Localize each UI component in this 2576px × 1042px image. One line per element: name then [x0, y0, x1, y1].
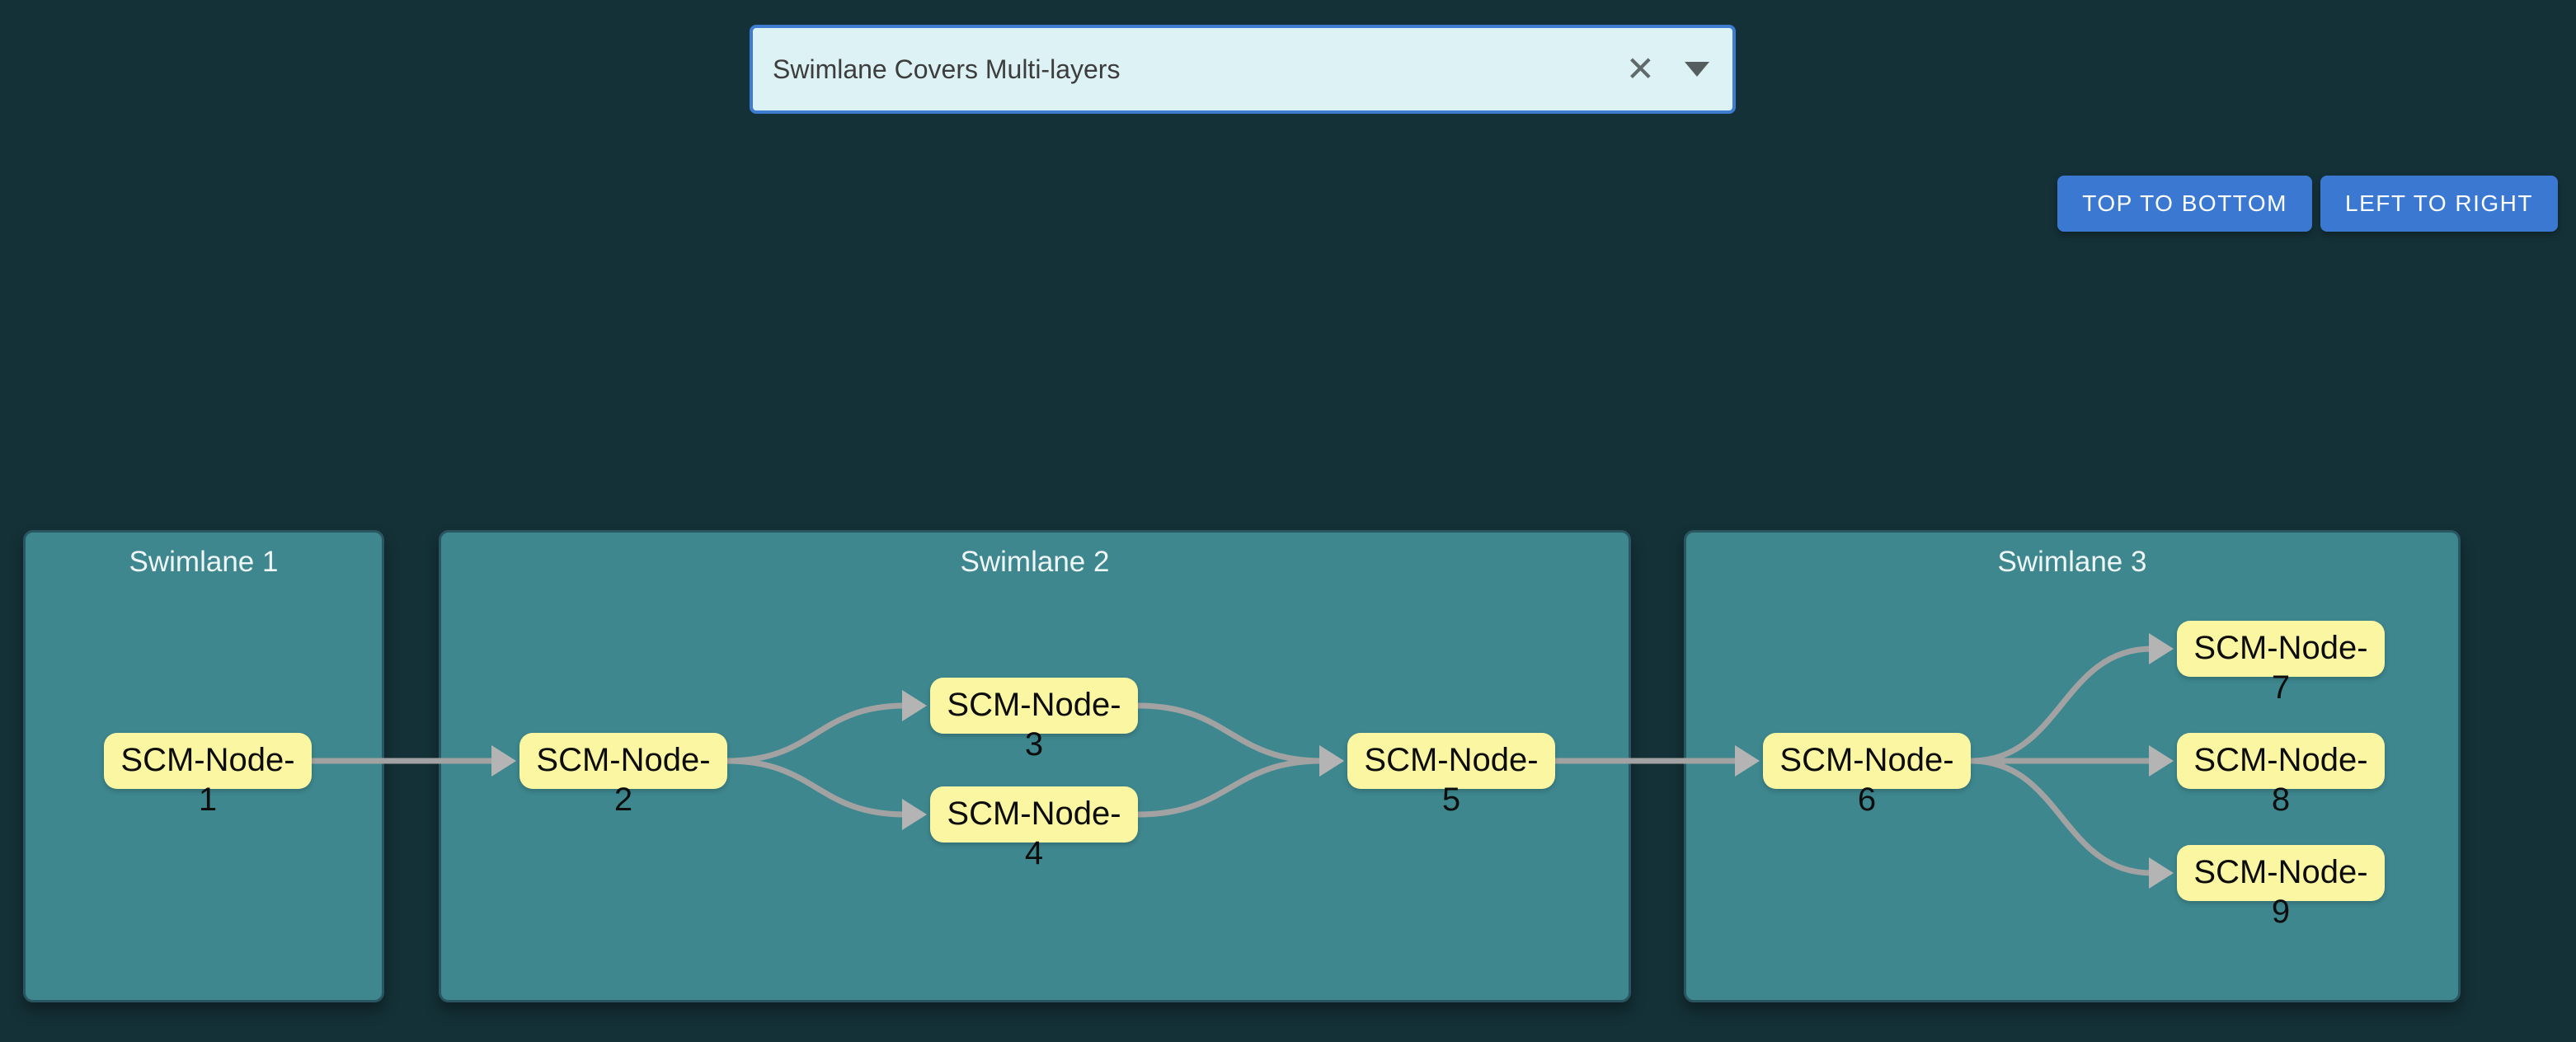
swimlane-title: Swimlane 2	[960, 546, 1110, 578]
swimlane-select[interactable]: Swimlane Covers Multi-layers ✕	[750, 25, 1736, 114]
flow-node-label: SCM-Node-2	[536, 742, 711, 818]
flow-node[interactable]: SCM-Node-1	[104, 733, 312, 818]
flow-node[interactable]: SCM-Node-4	[930, 786, 1138, 871]
edge[interactable]	[1137, 758, 1323, 818]
flow-node[interactable]: SCM-Node-5	[1347, 733, 1555, 818]
flow-node[interactable]: SCM-Node-9	[2177, 845, 2385, 930]
flow-node-label: SCM-Node-1	[120, 742, 295, 818]
flow-node-label: SCM-Node-3	[947, 687, 1121, 763]
flow-node[interactable]: SCM-Node-2	[519, 733, 727, 818]
edge[interactable]	[1970, 645, 2153, 764]
select-icons: ✕	[1626, 52, 1732, 87]
flow-node[interactable]: SCM-Node-6	[1763, 733, 1971, 818]
swimlane-title: Swimlane 1	[129, 546, 279, 578]
layout-buttons: TOP TO BOTTOM LEFT TO RIGHT	[2057, 176, 2558, 232]
flow-node[interactable]: SCM-Node-8	[2177, 733, 2385, 818]
select-value: Swimlane Covers Multi-layers	[773, 54, 1121, 84]
left-to-right-button[interactable]: LEFT TO RIGHT	[2320, 176, 2558, 232]
edge[interactable]	[1137, 702, 1323, 764]
flow-node-label: SCM-Node-8	[2193, 742, 2368, 818]
edge[interactable]	[726, 758, 906, 818]
edge[interactable]	[1970, 758, 2153, 876]
top-to-bottom-button[interactable]: TOP TO BOTTOM	[2057, 176, 2313, 232]
edge[interactable]	[726, 702, 906, 764]
swimlane-title: Swimlane 3	[1997, 546, 2147, 578]
flow-node-label: SCM-Node-9	[2193, 854, 2368, 930]
clear-x-icon[interactable]: ✕	[1625, 49, 1655, 88]
flow-node-label: SCM-Node-4	[947, 796, 1121, 871]
caret-down-icon[interactable]	[1685, 62, 1709, 77]
flow-node-label: SCM-Node-7	[2193, 630, 2368, 706]
flow-node-label: SCM-Node-5	[1364, 742, 1539, 818]
flow-node[interactable]: SCM-Node-3	[930, 678, 1138, 763]
flow-node-label: SCM-Node-6	[1779, 742, 1954, 818]
flow-node[interactable]: SCM-Node-7	[2177, 621, 2385, 706]
